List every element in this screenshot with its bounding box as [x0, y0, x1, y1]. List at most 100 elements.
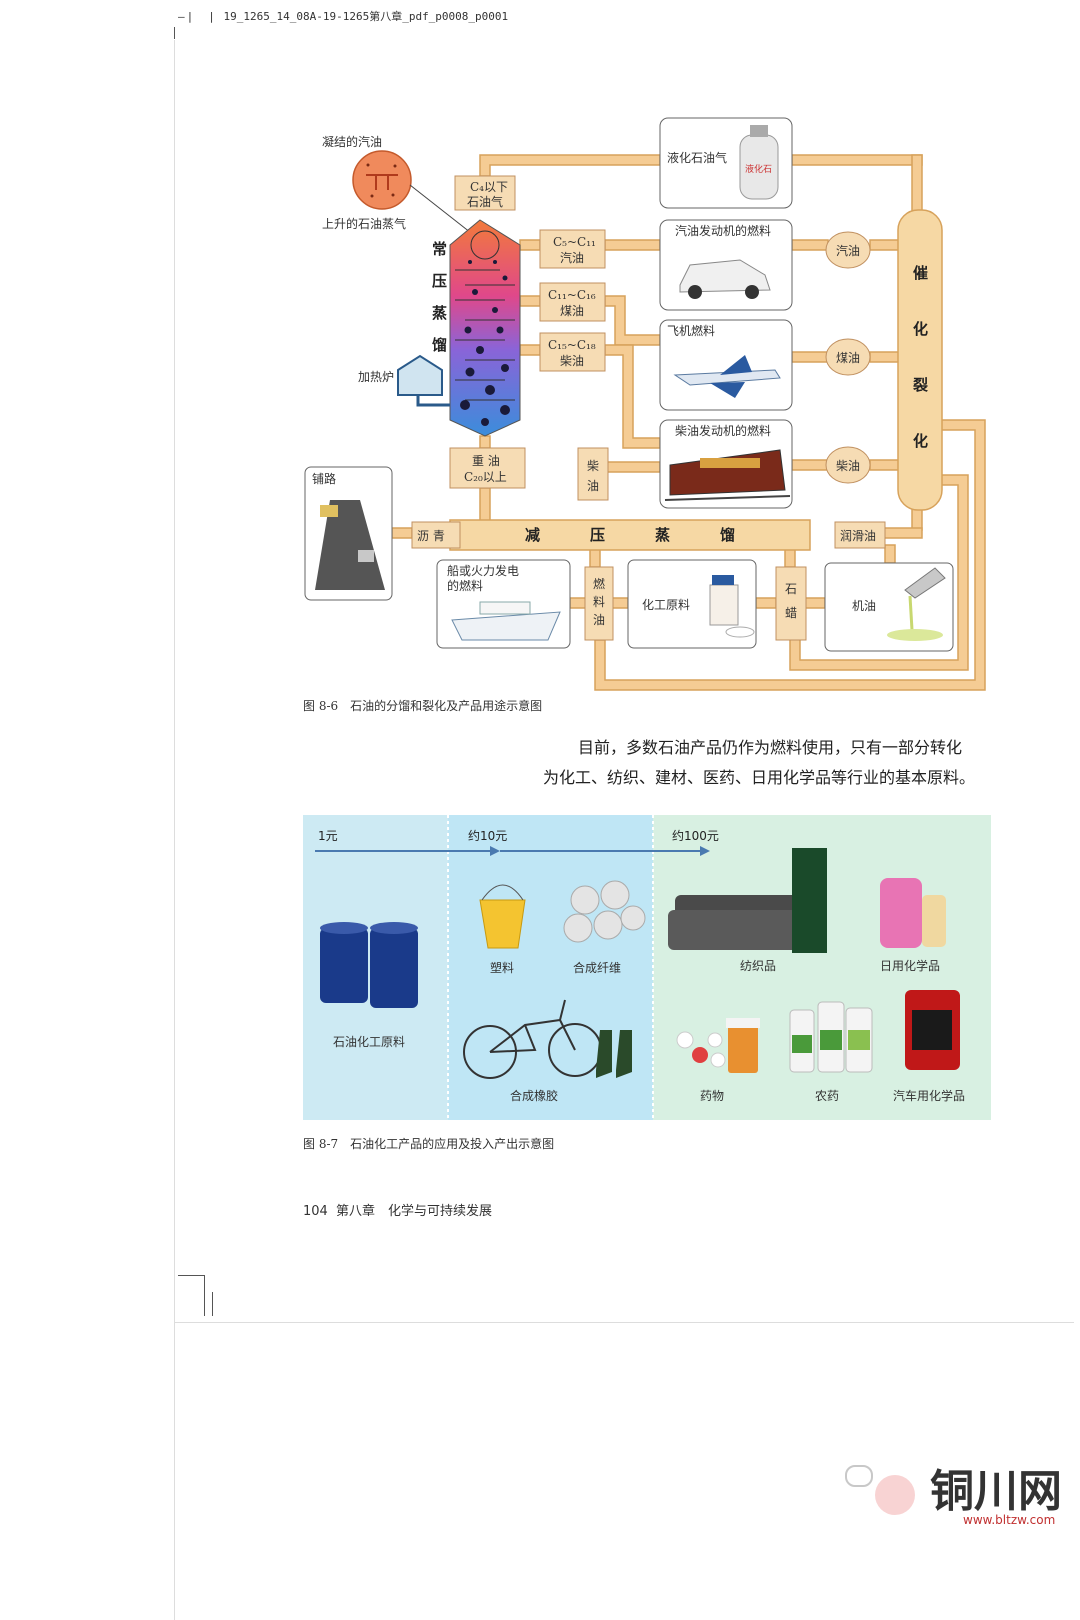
- svg-text:煤油: 煤油: [560, 304, 584, 318]
- crack-diesel: 柴油: [825, 446, 871, 484]
- svg-text:船或火力发电: 船或火力发电: [447, 563, 519, 578]
- fuel-oil-node: 燃 料 油: [584, 566, 614, 641]
- watermark-url: www.bltzw.com: [963, 1513, 1056, 1527]
- label-pesticide: 农药: [815, 1089, 839, 1103]
- crop-mark-bottom: [178, 1275, 205, 1316]
- svg-text:C₁₅~C₁₈: C₁₅~C₁₈: [548, 338, 596, 352]
- svg-text:C₂₀以上: C₂₀以上: [464, 470, 507, 484]
- train-box: 柴油发动机的燃料: [659, 419, 793, 509]
- svg-text:石油气: 石油气: [467, 194, 503, 209]
- label-medicine: 药物: [700, 1089, 724, 1103]
- distillation-tower: [449, 219, 521, 437]
- figure-8-7-caption: 图 8-7 石油化工产品的应用及投入产出示意图: [303, 1137, 555, 1151]
- svg-text:液化石: 液化石: [745, 163, 772, 175]
- value-10-yuan: 约10元: [468, 828, 507, 843]
- watermark-site: 铜川网: [930, 1466, 1062, 1517]
- svg-text:铺路: 铺路: [312, 471, 336, 486]
- svg-text:的燃料: 的燃料: [447, 578, 483, 593]
- asphalt-node: 沥 青: [411, 521, 461, 549]
- curtain: [792, 848, 827, 953]
- file-header: —| | 19_1265_14_08A-19-1265第八章_pdf_p0008…: [178, 10, 509, 23]
- value-1-yuan: 1元: [318, 829, 338, 843]
- svg-text:柴油: 柴油: [560, 354, 584, 368]
- chemical-box: 化工原料: [627, 559, 757, 649]
- crop-mark-top: [174, 27, 175, 39]
- svg-text:油: 油: [593, 613, 605, 627]
- svg-text:C₄以下: C₄以下: [470, 180, 508, 194]
- lpg-box: 液化石油气 液化石: [659, 117, 793, 209]
- svg-text:汽油: 汽油: [560, 250, 584, 265]
- page-number: 104: [303, 1204, 328, 1219]
- plastic-bucket: [479, 884, 526, 949]
- medicine: [676, 1018, 760, 1073]
- paragraph-line-1: 目前，多数石油产品仍作为燃料使用，只有一部分转化: [578, 738, 963, 757]
- chapter-title: 第八章 化学与可持续发展: [335, 1204, 492, 1219]
- svg-text:液化石油气: 液化石油气: [667, 150, 727, 165]
- car-box: 汽油发动机的燃料: [659, 219, 793, 311]
- tower-char-1: 常: [432, 240, 447, 258]
- value-100-yuan: 约100元: [672, 828, 719, 843]
- fraction-kerosene: C₁₁~C₁₆ 煤油: [539, 282, 606, 322]
- svg-text:柴油: 柴油: [836, 459, 860, 473]
- watermark: 铜川网 www.bltzw.com: [845, 1455, 1075, 1531]
- tower-char-4: 馏: [431, 336, 447, 354]
- label-rubber: 合成橡胶: [510, 1088, 558, 1103]
- svg-text:C₁₁~C₁₆: C₁₁~C₁₆: [548, 288, 596, 302]
- label-daily: 日用化学品: [880, 958, 940, 973]
- detergent-bottles: [880, 878, 946, 948]
- svg-text:料: 料: [593, 595, 605, 609]
- auto-chemical-can: [905, 990, 960, 1070]
- label-condensed-gasoline: 凝结的汽油: [322, 134, 382, 149]
- fraction-heavy-oil: 重 油 C₂₀以上: [449, 447, 526, 489]
- tower-char-2: 压: [432, 272, 447, 290]
- page-footer: 104 第八章 化学与可持续发展: [303, 1200, 492, 1219]
- page-bottom-edge: [174, 1322, 1074, 1323]
- svg-text:C₅~C₁₁: C₅~C₁₁: [553, 235, 596, 249]
- svg-text:飞机燃料: 飞机燃料: [667, 323, 715, 338]
- file-name: 19_1265_14_08A-19-1265第八章_pdf_p0008_p000…: [223, 10, 509, 23]
- watermark-seal: [875, 1475, 915, 1515]
- tower-char-3: 蒸: [432, 304, 447, 322]
- ship-box: 船或火力发电 的燃料: [436, 559, 571, 649]
- sofa: [668, 895, 810, 950]
- cracking-char-1: 催: [913, 264, 928, 282]
- fraction-diesel: C₁₅~C₁₈ 柴油: [539, 332, 606, 372]
- cracking-char-2: 化: [913, 320, 928, 338]
- paragraph-line-2: 为化工、纺织、建材、医药、日用化学品等行业的基本原料。: [543, 768, 976, 787]
- fiber-spools: [563, 880, 646, 943]
- svg-text:柴: 柴: [587, 459, 599, 473]
- label-raw: 石油化工原料: [333, 1035, 405, 1049]
- svg-text:汽油: 汽油: [836, 243, 860, 258]
- svg-text:柴油发动机的燃料: 柴油发动机的燃料: [675, 423, 771, 438]
- label-plastic: 塑料: [490, 960, 514, 975]
- vacuum-distillation-bar: [449, 519, 811, 551]
- label-fiber: 合成纤维: [573, 960, 621, 975]
- cracking-char-4: 化: [913, 432, 928, 450]
- cracking-char-3: 裂: [912, 376, 928, 394]
- svg-text:化工原料: 化工原料: [642, 598, 690, 612]
- lubricant-node: 润滑油: [834, 521, 886, 549]
- label-rising-vapor: 上升的石油蒸气: [322, 216, 406, 231]
- svg-text:石: 石: [785, 582, 797, 596]
- pesticide-bottles: [789, 1001, 873, 1073]
- svg-text:汽油发动机的燃料: 汽油发动机的燃料: [675, 223, 771, 238]
- label-auto: 汽车用化学品: [893, 1088, 965, 1103]
- petrochemical-value-diagram: 1元 约10元 约100元 石油化工原料 塑料 合成纤维 合成橡胶 纺织品: [303, 815, 991, 1120]
- svg-text:煤油: 煤油: [836, 351, 860, 365]
- label-furnace: 加热炉: [358, 370, 394, 384]
- svg-text:沥 青: 沥 青: [417, 529, 445, 543]
- wax-node: 石 蜡: [775, 566, 807, 641]
- vacuum-char-3: 蒸: [655, 526, 670, 544]
- plane-box: 飞机燃料: [659, 319, 793, 411]
- fraction-gasoline: C₅~C₁₁ 汽油: [539, 229, 606, 269]
- crack-kerosene: 煤油: [825, 338, 871, 376]
- svg-text:油: 油: [587, 479, 599, 493]
- rubber-boots: [596, 1030, 632, 1078]
- svg-text:重 油: 重 油: [472, 454, 500, 468]
- engine-oil-box: 机油: [824, 562, 954, 652]
- svg-text:机油: 机油: [852, 599, 876, 613]
- page-left-edge: [174, 40, 175, 1620]
- fraction-lpg: C₄以下 石油气: [454, 175, 516, 211]
- distillation-diagram: 凝结的汽油 上升的石油蒸气 常 压 蒸 馏 加热炉 C₄以下 石油气 C₅~C₁…: [304, 117, 986, 691]
- oil-barrels: [320, 922, 418, 1008]
